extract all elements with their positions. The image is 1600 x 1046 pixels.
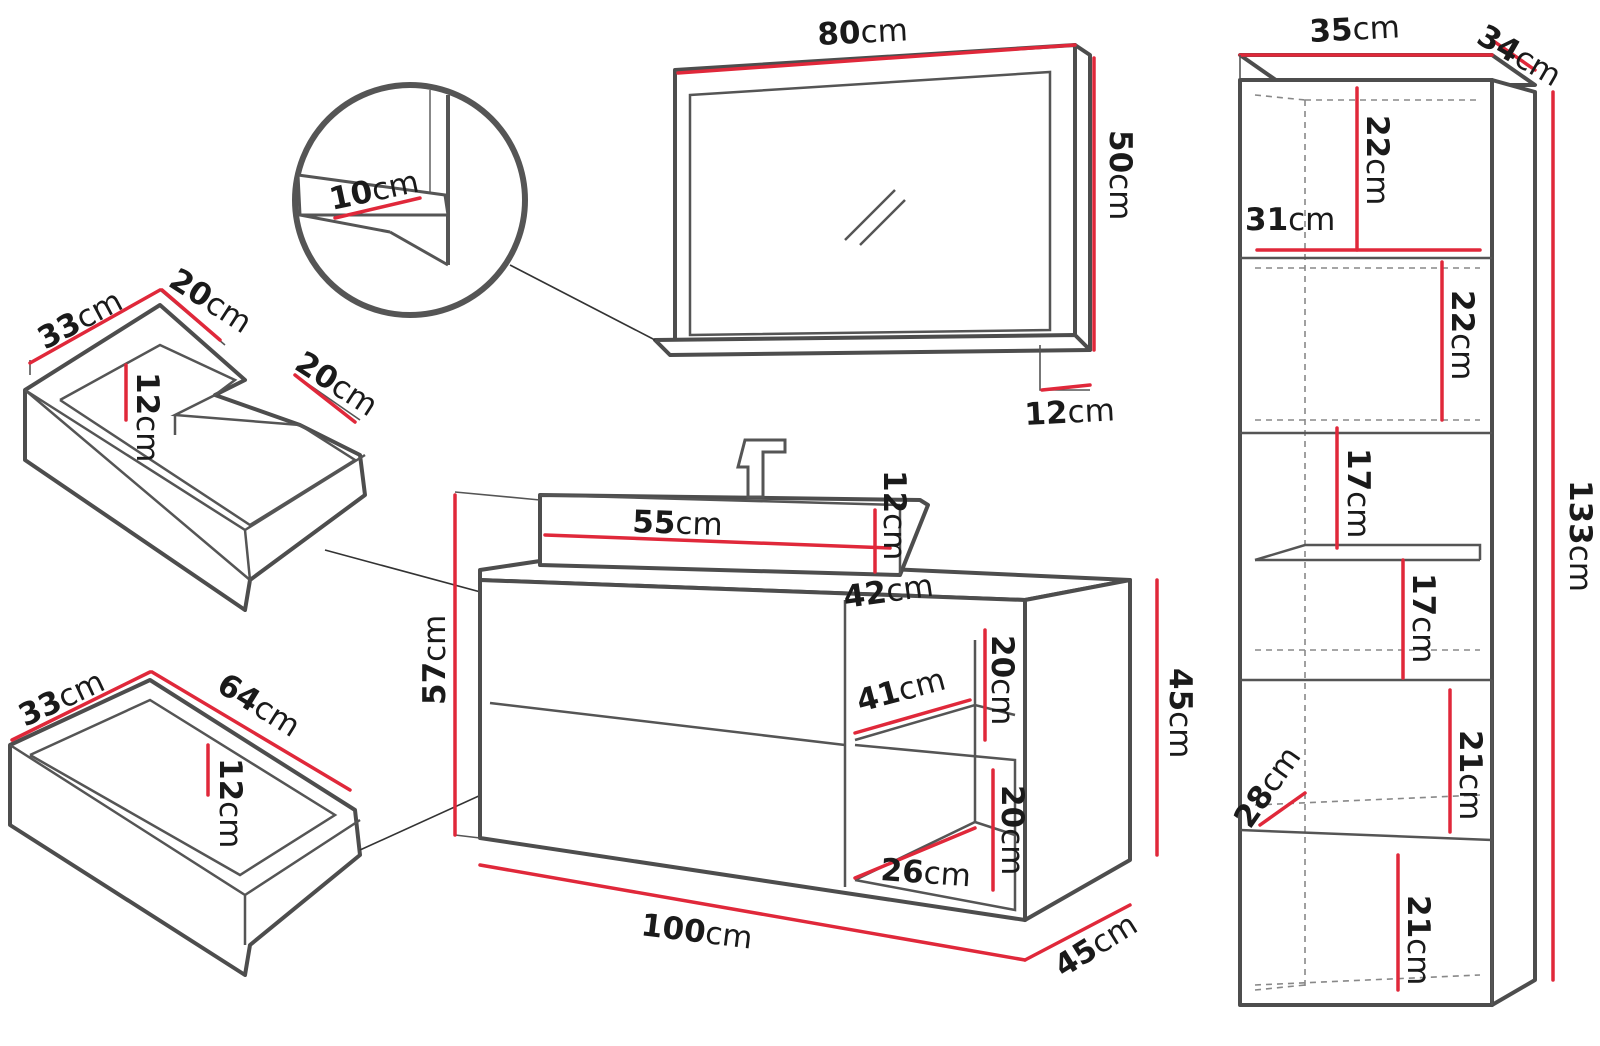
dim-mirror-width: 80cm <box>817 12 909 53</box>
vanity <box>453 438 1159 962</box>
dim-column-shelf-1: 22cm <box>1359 115 1395 205</box>
dim-basin-width: 55cm <box>632 504 724 543</box>
tall-column <box>1238 38 1555 1007</box>
dim-basin-depth: 42cm <box>841 568 936 616</box>
dim-vanity-shelf-depth: 26cm <box>879 852 972 894</box>
dim-vanity-depth: 45cm <box>1048 906 1144 984</box>
dim-vanity-width: 100cm <box>639 907 755 956</box>
dim-basin-height: 12cm <box>876 470 912 560</box>
dim-bottom-drawer-height: 12cm <box>212 758 248 848</box>
dim-column-shelf-2: 22cm <box>1444 290 1480 380</box>
dim-mirror-shelf-depth: 12cm <box>1024 392 1116 433</box>
bottom-drawer <box>8 670 526 977</box>
dim-column-height: 133cm <box>1562 480 1598 592</box>
dim-top-drawer-depth-right: 20cm <box>289 345 384 424</box>
mirror-shelf-detail <box>292 82 656 341</box>
dim-column-inner-width: 31cm <box>1245 202 1335 238</box>
dim-column-shelf-3: 17cm <box>1340 448 1376 538</box>
dim-vanity-shelf-upper-height: 20cm <box>984 635 1020 725</box>
dim-vanity-body-height: 45cm <box>1162 668 1198 758</box>
top-drawer <box>23 288 511 612</box>
mirror <box>653 43 1096 392</box>
dim-column-width: 35cm <box>1309 9 1401 50</box>
dim-mirror-height: 50cm <box>1102 130 1138 220</box>
dim-vanity-shelf-lower-height: 20cm <box>994 785 1030 875</box>
dim-column-shelf-4: 17cm <box>1405 573 1441 663</box>
dim-column-shelf-5: 21cm <box>1452 730 1488 820</box>
dim-column-shelf-6: 21cm <box>1400 895 1436 985</box>
dim-vanity-height-total: 57cm <box>417 615 453 705</box>
dim-top-drawer-height: 12cm <box>129 372 165 462</box>
